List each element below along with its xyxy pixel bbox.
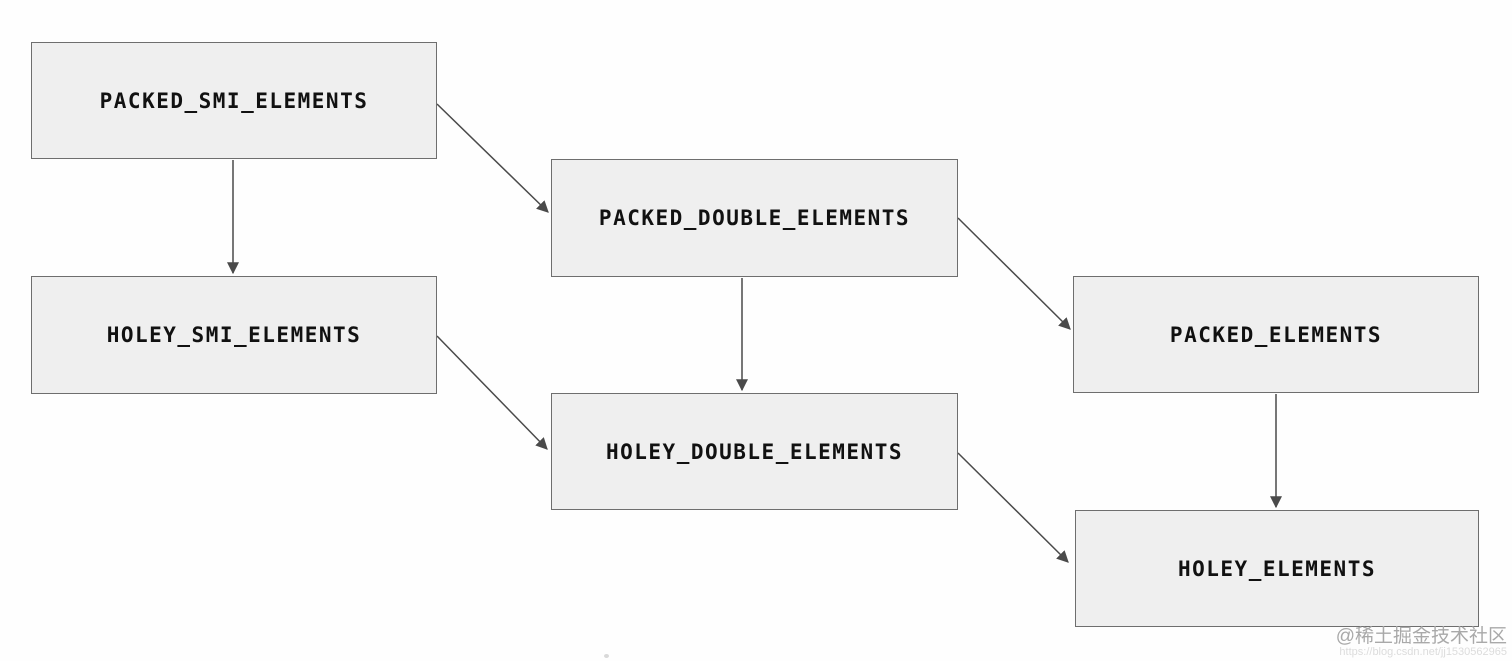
edge-packed-double-elements-to-packed-elements — [957, 217, 1071, 330]
diagram-node-holey-double-elements: HOLEY_DOUBLE_ELEMENTS — [551, 393, 958, 510]
diagram-node-holey-elements: HOLEY_ELEMENTS — [1075, 510, 1479, 627]
node-label-packed-smi-elements: PACKED_SMI_ELEMENTS — [99, 88, 369, 113]
edge-packed-smi-elements-to-packed-double-elements — [436, 103, 549, 213]
node-label-holey-double-elements: HOLEY_DOUBLE_ELEMENTS — [605, 439, 903, 464]
diagram-node-packed-double-elements: PACKED_DOUBLE_ELEMENTS — [551, 159, 958, 277]
watermark-url: https://blog.csdn.net/jj1530562965 — [1339, 646, 1507, 659]
watermark: @稀土掘金技术社区 https://blog.csdn.net/jj153056… — [1335, 625, 1507, 659]
node-label-packed-elements: PACKED_ELEMENTS — [1169, 322, 1383, 347]
edge-holey-smi-elements-to-holey-double-elements — [436, 335, 548, 450]
node-label-holey-smi-elements: HOLEY_SMI_ELEMENTS — [106, 323, 362, 347]
diagram-node-packed-elements: PACKED_ELEMENTS — [1073, 276, 1479, 393]
watermark-text: @稀土掘金技术社区 — [1335, 625, 1507, 647]
edge-holey-double-elements-to-holey-elements — [957, 452, 1069, 563]
artifact-speck — [604, 654, 609, 658]
diagram-node-holey-smi-elements: HOLEY_SMI_ELEMENTS — [31, 276, 437, 394]
diagram-node-packed-smi-elements: PACKED_SMI_ELEMENTS — [31, 42, 437, 159]
node-label-holey-elements: HOLEY_ELEMENTS — [1177, 556, 1376, 581]
node-label-packed-double-elements: PACKED_DOUBLE_ELEMENTS — [598, 206, 911, 230]
